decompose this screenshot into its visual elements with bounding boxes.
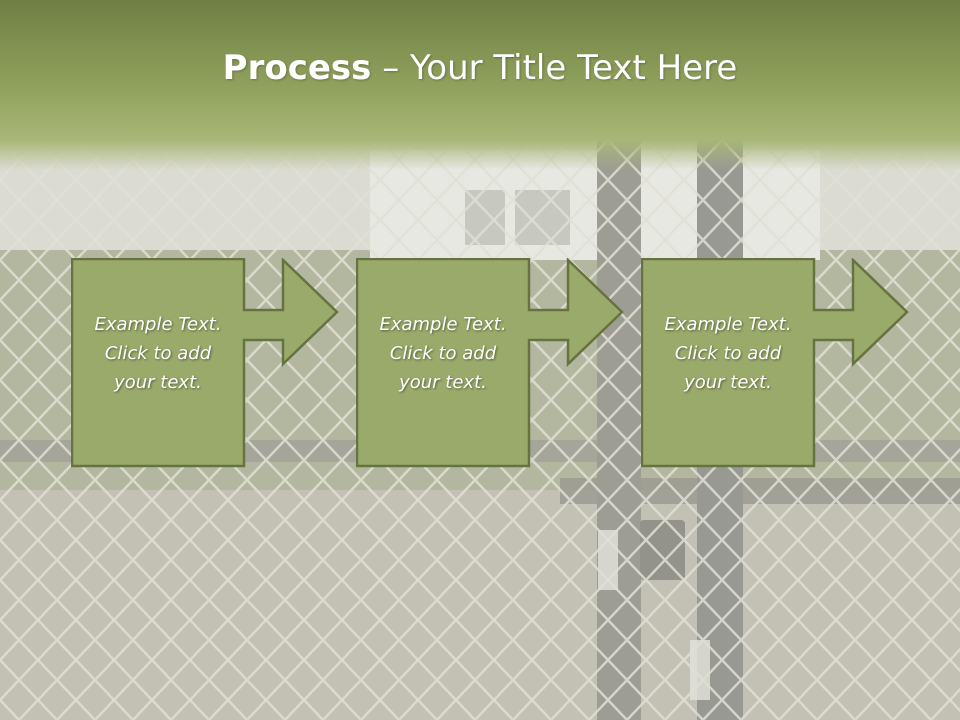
title-rest-text: Your Title Text Here: [410, 48, 738, 88]
process-step-1[interactable]: Example Text. Click to add your text.: [71, 258, 341, 468]
process-step-2[interactable]: Example Text. Click to add your text.: [356, 258, 626, 468]
step-text[interactable]: Example Text. Click to add your text.: [94, 314, 222, 393]
title-bold-text: Process: [222, 48, 372, 88]
step-text[interactable]: Example Text. Click to add your text.: [379, 314, 507, 393]
arrow-callout-shape: [71, 258, 339, 468]
arrow-callout-shape: [641, 258, 909, 468]
title-separator: –: [371, 48, 411, 88]
step-text[interactable]: Example Text. Click to add your text.: [664, 314, 792, 393]
slide-title[interactable]: Process – Your Title Text Here: [0, 48, 960, 88]
arrow-callout-shape: [356, 258, 624, 468]
process-step-3[interactable]: Example Text. Click to add your text.: [641, 258, 911, 468]
